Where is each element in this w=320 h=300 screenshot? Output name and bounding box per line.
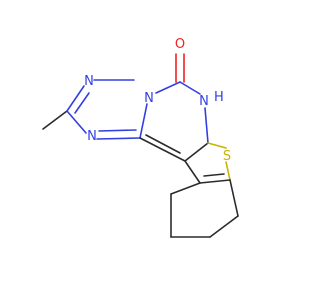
bond-n3-c3a-double-b <box>98 129 137 132</box>
bond-c6b-c3a <box>139 137 186 162</box>
atom-nitrogen-bridgehead: N <box>144 91 154 106</box>
atom-nitrogen-triazole-bottom: N <box>87 129 97 144</box>
bond-c5-n6 <box>179 81 201 95</box>
atom-label-layer: O N N N N H S <box>84 37 231 164</box>
structure-diagram: O N N N N H S <box>42 37 239 238</box>
bond-layer <box>42 53 239 238</box>
bond-c11-c11a <box>170 182 201 195</box>
bond-c7a-c11a-inner <box>203 173 225 177</box>
atom-hydrogen-nh: H <box>214 90 224 105</box>
bond-n6-c6a <box>204 107 209 144</box>
atom-sulfur: S <box>223 149 231 164</box>
bond-n2-c5 <box>155 81 181 94</box>
bond-c2-n3 <box>66 110 87 134</box>
bond-c6a-c6b <box>184 142 209 162</box>
bond-c2-n1-double-b <box>74 92 90 114</box>
bond-c6b-c3a-inner <box>145 134 181 154</box>
bond-s-c7a <box>225 161 231 181</box>
bond-c8-c9 <box>209 215 239 238</box>
atom-nitrogen-nh: N <box>199 94 209 109</box>
atom-nitrogen-triazole-top: N <box>84 74 94 89</box>
bond-c7a-c8 <box>229 179 239 217</box>
bond-c2-n1-double-a <box>66 85 85 112</box>
bond-c3a-n2 <box>139 103 148 139</box>
bond-c7a-c11a <box>199 179 231 184</box>
atom-oxygen: O <box>175 37 185 52</box>
bond-n3-c3a-double-a <box>96 137 141 140</box>
bond-methyl <box>42 110 68 130</box>
bond-c6a-s <box>207 142 227 149</box>
bond-c11a-c6b <box>184 160 201 184</box>
